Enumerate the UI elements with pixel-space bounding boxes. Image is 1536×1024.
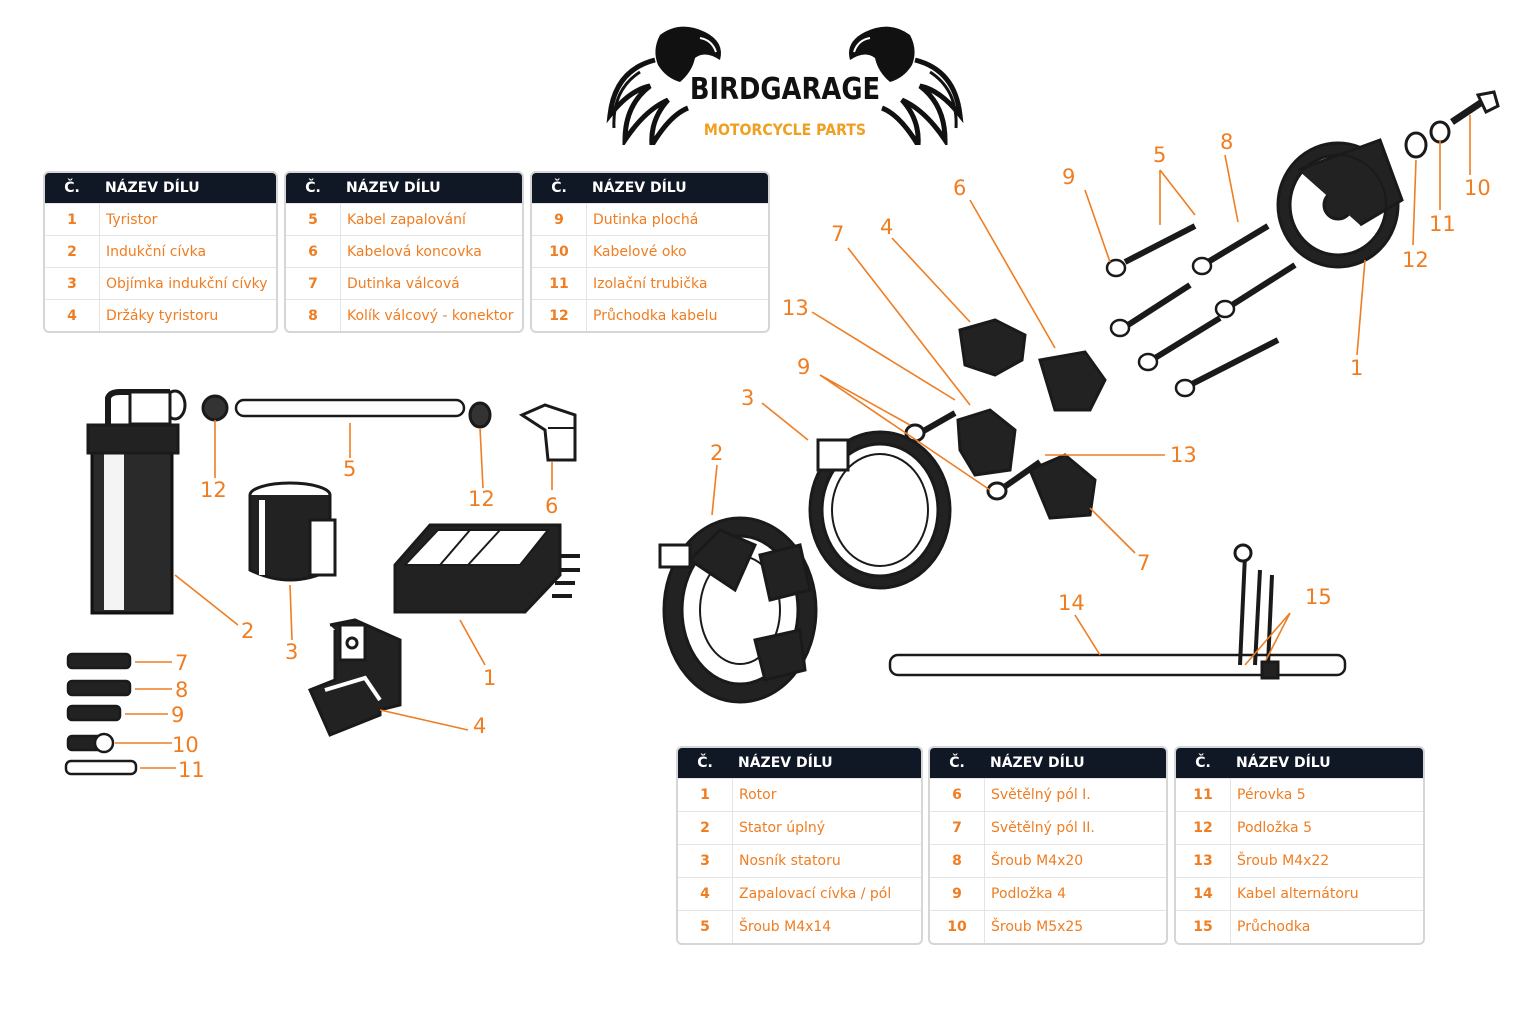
callout-right-13a: 13 [782,296,809,320]
callout-left-12b: 12 [468,487,495,511]
callout-right-1: 1 [1350,356,1363,380]
callout-right-12: 12 [1402,248,1429,272]
callout-right-7a: 7 [831,222,844,246]
callout-right-7b: 7 [1137,551,1150,575]
callout-left-3: 3 [285,640,298,664]
table-header: Č. NÁZEV DÍLU [1176,748,1423,778]
callout-right-3: 3 [741,386,754,410]
stator-drawing [658,516,818,704]
callout-right-11: 11 [1429,212,1456,236]
callout-right-10: 10 [1464,176,1491,200]
thyristor-bracket-drawing [307,618,402,737]
callout-left-6: 6 [545,494,558,518]
small-connectors-drawing [64,652,138,776]
callout-right-4: 4 [880,215,893,239]
coil-clamp-drawing [248,481,337,582]
rotor-drawing [1276,138,1404,269]
callout-right-15: 15 [1305,585,1332,609]
table-header: Č. NÁZEV DÍLU [45,173,276,203]
callout-left-8: 8 [175,678,188,702]
callout-right-5: 5 [1153,143,1166,167]
callout-right-9a: 9 [1062,165,1075,189]
callout-left-5: 5 [343,457,356,481]
brand-subtitle: MOTORCYCLE PARTS [703,120,867,139]
eagle-logo-icon [606,26,964,153]
table-header: Č. NÁZEV DÍLU [286,173,522,203]
thyristor-box-drawing [393,523,580,614]
callout-left-11: 11 [178,758,205,782]
callout-left-12a: 12 [200,478,227,502]
callout-left-1: 1 [483,666,496,690]
callout-right-14: 14 [1058,591,1085,615]
stator-carrier-drawing [808,430,952,590]
callout-left-10: 10 [172,733,199,757]
table-header: Č. NÁZEV DÍLU [930,748,1166,778]
table-header: Č. NÁZEV DÍLU [532,173,768,203]
callout-left-4: 4 [473,714,486,738]
callout-left-2: 2 [241,619,254,643]
callout-right-8: 8 [1220,130,1233,154]
callout-left-9: 9 [171,703,184,727]
callout-right-13b: 13 [1170,443,1197,467]
callout-right-9b: 9 [797,355,810,379]
ignition-coil-drawing [86,389,187,615]
callout-left-7: 7 [175,651,188,675]
brand-name: BIRDGARAGE [689,72,881,107]
callout-right-6: 6 [953,176,966,200]
table-header: Č. NÁZEV DÍLU [678,748,921,778]
callout-right-2: 2 [710,441,723,465]
brand-logo: BIRDGARAGE MOTORCYCLE PARTS [600,20,970,153]
